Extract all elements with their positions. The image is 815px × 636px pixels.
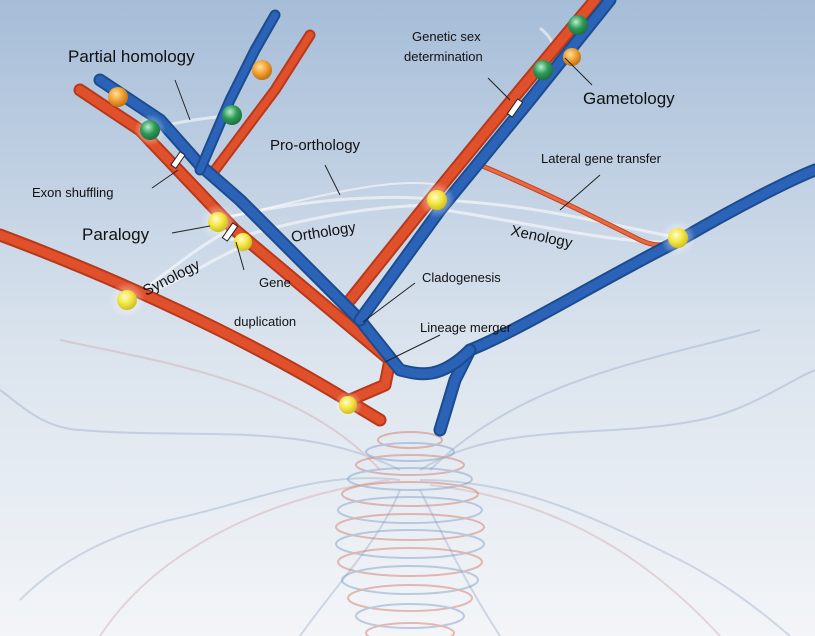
label-lateral-gene-transfer: Lateral gene transfer [541,151,662,166]
gene-green-icon [568,15,588,35]
exon-shuffling-marker [170,151,186,169]
gene-yellow-icon [427,190,447,210]
label-lineage-merger: Lineage merger [420,320,512,335]
red-lineages [0,0,678,427]
label-exon-shuffling: Exon shuffling [32,185,113,200]
gene-green-icon [533,60,553,80]
gene-yellow-icon [208,212,228,232]
root-network [0,329,815,636]
label-genetic-sex-line1: Genetic sex [412,29,481,44]
gene-yellow-icon [117,290,137,310]
label-pro-orthology: Pro-orthology [270,137,361,154]
gene-green-icon [140,120,160,140]
label-gene-duplication-line2: duplication [234,314,296,329]
label-cladogenesis: Cladogenesis [422,270,501,285]
label-gametology: Gametology [583,89,675,108]
gene-green-icon [222,105,242,125]
label-paralogy: Paralogy [82,225,150,244]
genes [108,15,696,419]
gene-yellow-icon [339,396,357,414]
gene-yellow-icon [234,233,252,251]
label-genetic-sex-line2: determination [404,49,483,64]
gene-orange-icon [108,87,128,107]
root-coil [335,431,485,636]
label-gene-duplication-line1: Gene [259,275,291,290]
gene-orange-icon [252,60,272,80]
event-markers [170,98,524,242]
gene-yellow-icon [668,228,688,248]
label-partial-homology: Partial homology [68,47,195,66]
leader-lines [151,57,601,363]
gene-duplication-marker [221,222,239,242]
gene-orange-icon [563,48,581,66]
sex-determination-marker [506,98,524,118]
